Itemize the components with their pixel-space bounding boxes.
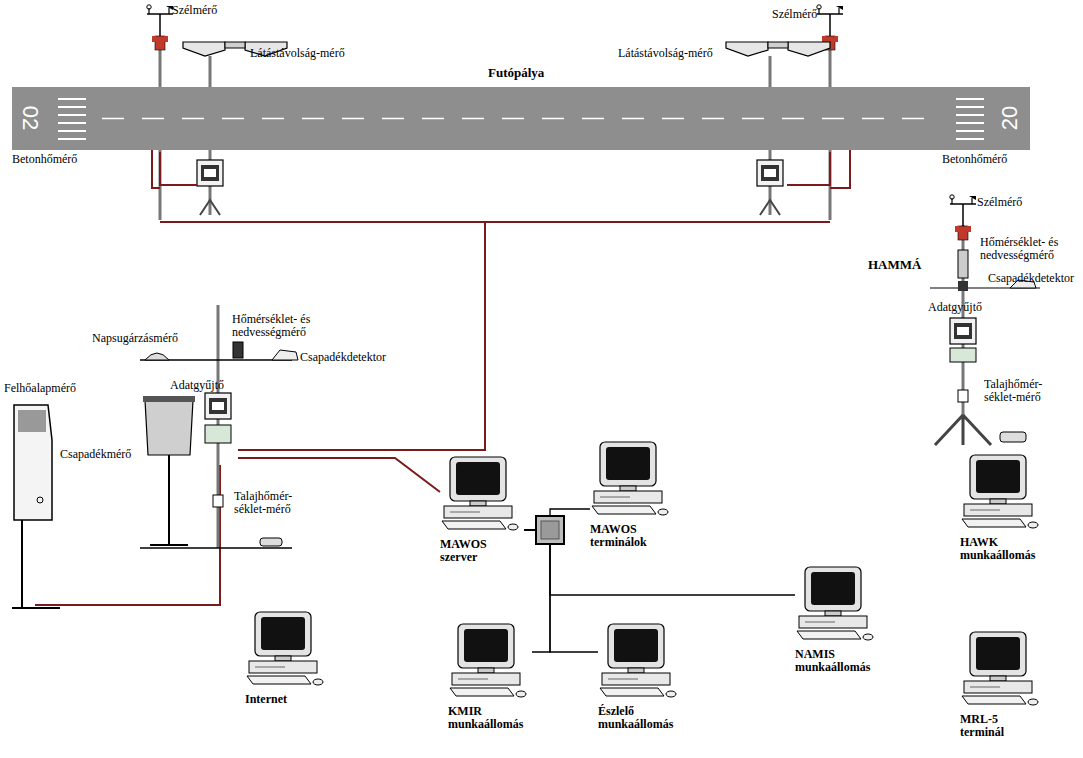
workstation-label: Internet [245, 690, 287, 706]
component-label: Talajhőmér- séklet-mérő [984, 378, 1056, 404]
component-label: Betonhőmérő [12, 153, 77, 166]
component-label: HAMMÁ [868, 258, 921, 271]
workstation-label: Észlelő munkaállomás [598, 702, 682, 731]
component-label: Csapadékmérő [60, 448, 131, 461]
runway-band: Futópálya0220 [12, 87, 1030, 150]
workstation: HAWK munkaállomás [960, 453, 1044, 562]
computer-icon [440, 455, 520, 535]
workstation-label: KMIR munkaállomás [448, 702, 532, 731]
component-label: Adatgyűjtő [928, 301, 982, 314]
workstation: KMIR munkaállomás [448, 622, 532, 731]
runway-title: Futópálya [488, 65, 544, 81]
component-label: Csapadékdetektor [300, 351, 386, 364]
component-label: Felhőalapmérő [4, 382, 76, 395]
computer-icon [590, 440, 670, 520]
workstation: MAWOS terminálok [590, 440, 674, 549]
computer-icon [598, 622, 678, 702]
workstation: Internet [245, 610, 325, 706]
workstation: Észlelő munkaállomás [598, 622, 682, 731]
network-link [524, 530, 550, 652]
computer-icon [448, 622, 528, 702]
computer-icon [960, 453, 1040, 533]
runway-marking [12, 87, 1030, 150]
workstation: NAMIS munkaállomás [795, 565, 879, 674]
component-label: Talajhőmér- séklet-mérő [234, 490, 306, 516]
runway-number: 02 [17, 106, 43, 130]
computer-icon [960, 630, 1040, 710]
component-label: Napsugárzásmérő [92, 332, 178, 345]
network-link [524, 530, 598, 652]
component-label: Betonhőmérő [942, 153, 1007, 166]
component-label: Hőmérséklet- és nedvességmérő [980, 236, 1080, 262]
runway-number: 20 [997, 106, 1023, 130]
workstation-label: MAWOS terminálok [590, 520, 674, 549]
component-label: Adatgyűjtő [170, 379, 224, 392]
workstation: MAWOS szerver [440, 455, 524, 564]
workstation-label: NAMIS munkaállomás [795, 645, 879, 674]
computer-icon [795, 565, 875, 645]
component-label: Hőmérséklet- és nedvességmérő [232, 313, 332, 339]
component-label: Szélmérő [772, 8, 817, 21]
workstation-label: HAWK munkaállomás [960, 533, 1044, 562]
component-label: Szélmérő [977, 196, 1022, 209]
component-label: Látástávolság-mérő [250, 47, 345, 60]
computer-icon [245, 610, 325, 690]
component-label: Csapadékdetektor [988, 272, 1074, 285]
workstation-label: MAWOS szerver [440, 535, 524, 564]
workstation-label: MRL-5 terminál [960, 710, 1044, 739]
component-label: Szélmérő [172, 4, 217, 17]
workstation: MRL-5 terminál [960, 630, 1044, 739]
component-label: Látástávolság-mérő [618, 47, 713, 60]
